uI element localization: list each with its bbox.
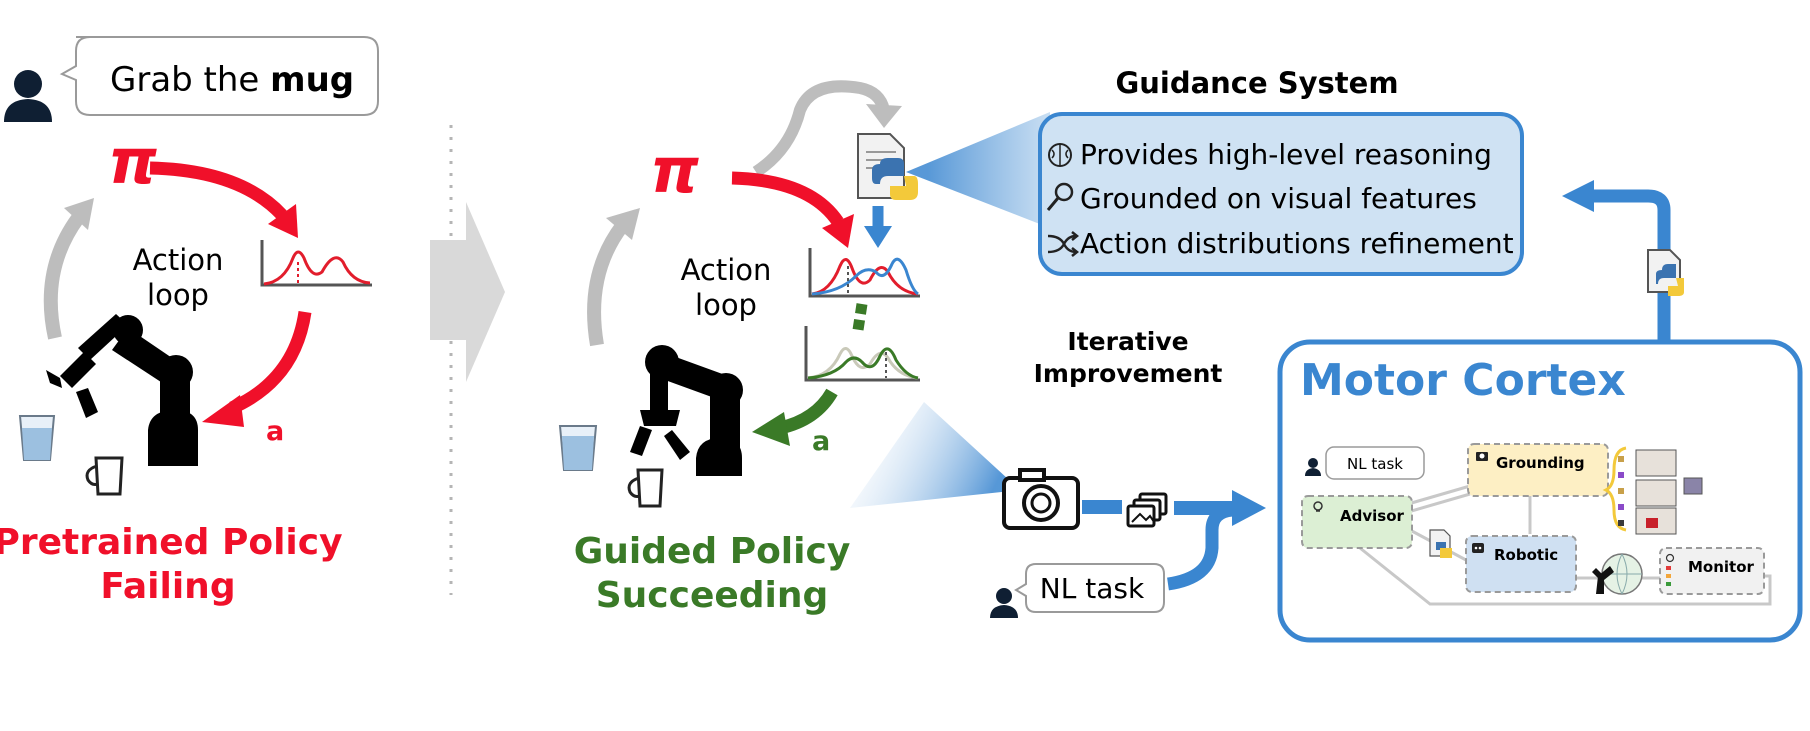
green-arrowhead [752,412,790,446]
grounding-brace [1602,446,1627,532]
mini-user-icon [1305,458,1321,476]
scene-thumbnails [1635,449,1703,535]
guidance-item-3: Action distributions refinement [1080,227,1514,260]
red-arrow-guided [731,171,844,226]
grounding-label: Grounding [1496,454,1585,472]
nl-task-avatar-icon [990,588,1018,618]
guidance-cone-top [906,112,1050,228]
red-arrowhead-2 [202,395,244,427]
robot-arm-icon [46,314,198,466]
camera-icon [1002,468,1080,530]
red-arrowhead-guided [822,214,854,248]
nl-task-text: NL task [1040,572,1145,605]
iterative-line1: Iterative [1067,327,1188,356]
gray-arrowhead-guided [606,208,640,240]
grounding-box [1467,443,1609,497]
lightbulb-icon [1313,501,1323,512]
guided-mug-icon [627,468,664,508]
guided-pi-symbol: π [650,134,699,207]
python-document-icon [857,133,918,200]
green-arrow-to-action [778,388,838,435]
blue-feedback-arrowhead [1562,180,1594,212]
iterative-line2: Improvement [1034,359,1223,388]
glass-icon [18,415,56,461]
mini-robot-globe-icon [1592,553,1643,595]
user-avatar-icon [4,70,52,122]
advisor-box [1301,495,1413,549]
guidance-item-1: Provides high-level reasoning [1080,138,1492,171]
image-stack-icon [1126,492,1168,528]
gray-arrow-to-code [752,80,890,178]
robotic-label: Robotic [1494,546,1558,564]
action-loop-line1: Action [133,243,224,277]
action-loop-line2: loop [147,278,209,312]
action-distribution-plot [260,240,372,287]
guided-loop-line1: Action [681,253,772,287]
guided-robot-arm-icon [630,345,743,476]
monitor-label: Monitor [1688,558,1755,576]
left-caption-line2: Failing [100,566,235,607]
guidance-box [1038,112,1524,276]
middle-caption-line2: Succeeding [596,575,829,616]
gray-arrowhead [64,198,94,230]
red-arrow-to-action [229,310,312,414]
speech-text-bold: mug [270,60,354,100]
motor-cortex-title: Motor Cortex [1300,355,1626,406]
blue-arrowhead-down [864,226,892,248]
speech-bubble: Grab the mug [59,36,379,116]
policy-pi-symbol: π [108,125,157,198]
guided-distribution-plot [808,248,920,298]
nl-task-link [1166,503,1233,591]
refined-distribution-plot [804,326,920,382]
camera-cone [850,402,1020,508]
robotic-box [1465,535,1577,593]
speech-text-prefix: Grab the [110,60,270,100]
advisor-label: Advisor [1340,507,1404,525]
mug-icon [85,456,124,496]
feedback-python-document-icon [1647,249,1684,296]
gray-return-arrow-guided [587,221,628,347]
green-dashed-arrow [852,303,868,331]
blue-feedback-arrow [1590,189,1671,340]
red-arrow-to-distribution [149,161,287,220]
guided-loop-line2: loop [695,288,757,322]
mini-nl-task-box [1325,446,1425,480]
mini-python-icon [1429,529,1452,558]
guidance-item-2: Grounded on visual features [1080,182,1477,215]
monitor-box [1659,547,1765,595]
big-transition-arrow [430,202,505,382]
image-arrowhead [1232,490,1266,526]
nl-task-bubble: NL task [1014,563,1165,613]
gray-arrowhead-code [866,104,902,128]
guided-glass-icon [558,425,598,471]
guidance-title: Guidance System [1115,66,1398,100]
checklist-icon [1665,553,1675,586]
middle-caption-line1: Guided Policy [574,531,851,572]
guided-action-symbol: a [812,426,830,457]
action-symbol: a [266,416,284,447]
mini-nl-task-text: NL task [1347,455,1403,473]
camera-link [1082,500,1122,514]
brain-icon [1048,143,1072,167]
mini-camera-icon [1476,452,1488,461]
magnifier-icon [1046,182,1074,211]
left-caption-line1: Pretrained Policy [0,522,343,563]
svg-text:Grab the mug: Grab the mug [110,60,354,100]
robot-head-icon [1472,543,1484,553]
grounding-output-icons [1618,456,1624,526]
shuffle-icon [1047,231,1080,257]
gray-return-arrow [43,213,84,340]
red-arrowhead-1 [268,204,298,238]
